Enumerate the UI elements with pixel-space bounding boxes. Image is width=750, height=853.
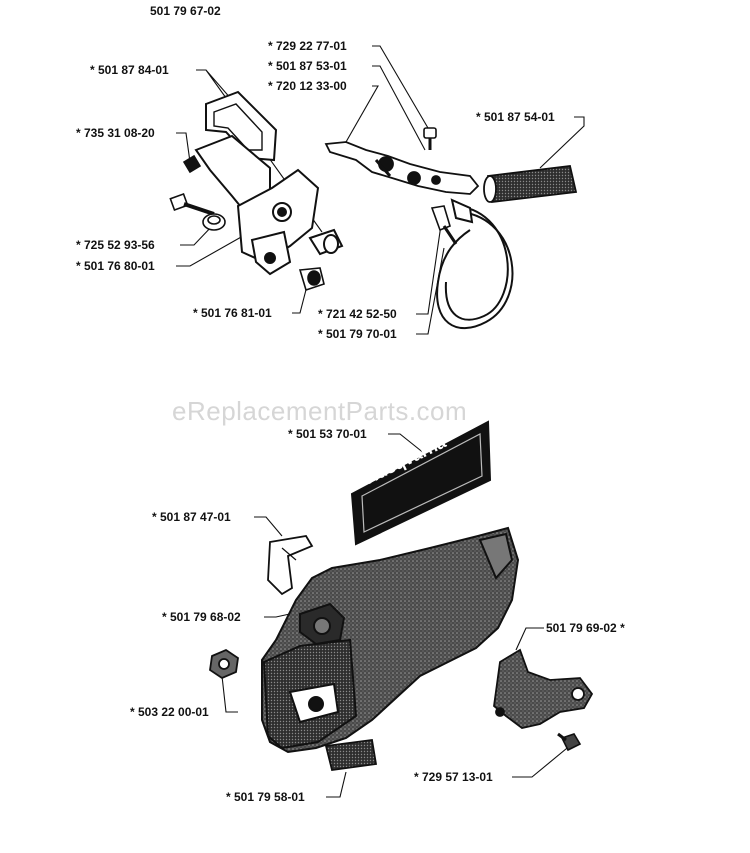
leader-50176801 [176, 231, 251, 267]
part-label: * 729 57 13-01 [414, 770, 493, 784]
part-label: * 501 87 84-01 [90, 63, 169, 77]
leader-50187471 [254, 516, 283, 537]
nut-50176811 [298, 267, 325, 292]
leader-50322001 [221, 675, 238, 713]
leader-72012333 [345, 85, 379, 143]
screw-72922277 [423, 127, 437, 150]
clip-50187471 [267, 535, 314, 596]
pin-72142525 [430, 205, 458, 245]
brake-band-50179701 [436, 198, 514, 330]
leader-72957131 [512, 743, 573, 778]
leader-72142525 [416, 217, 443, 315]
part-label: * 501 79 68-02 [162, 610, 241, 624]
watermark-text: eReplacementParts.com [172, 396, 468, 426]
leader-50187853 [372, 65, 426, 151]
part-label: * 501 53 70-01 [288, 427, 367, 441]
brake-lever-assembly [324, 141, 480, 195]
bolt-73531082 [182, 154, 202, 174]
leader-50176811 [292, 281, 309, 314]
part-label: * 501 79 58-01 [226, 790, 305, 804]
part-label: * 501 87 54-01 [476, 110, 555, 124]
handle-grip-50187854 [483, 165, 578, 203]
washer-50176801 [202, 213, 226, 231]
sprocket-cover-housing [261, 526, 520, 754]
part-label: * 501 76 80-01 [76, 259, 155, 273]
leader-50179701 [416, 247, 445, 335]
leader-73531082 [176, 132, 191, 163]
nut-50322001 [209, 648, 239, 680]
part-label: * 501 87 53-01 [268, 59, 347, 73]
part-label: * 729 22 77-01 [268, 39, 347, 53]
part-label: * 501 87 47-01 [152, 510, 231, 524]
leader-50179692 [515, 627, 544, 651]
part-label: * 501 79 70-01 [318, 327, 397, 341]
leader-72922277 [372, 45, 429, 129]
leader-50187854 [539, 116, 585, 169]
screw-72957131 [557, 732, 582, 752]
leader-50179581 [326, 771, 347, 798]
brand-plate [350, 420, 492, 546]
part-label: 501 79 69-02 * [546, 621, 625, 635]
part-label: * 720 12 33-00 [268, 79, 347, 93]
leader-72552935 [180, 223, 215, 246]
header-part-number: 501 79 67-02 [150, 4, 221, 18]
part-label: * 721 42 52-50 [318, 307, 397, 321]
bolt-72552935 [169, 192, 215, 216]
part-label: * 725 52 93-56 [76, 238, 155, 252]
bracket-50179692 [493, 648, 594, 729]
bracket-assembly [194, 90, 344, 276]
part-label: * 503 22 00-01 [130, 705, 209, 719]
pad-50179581 [324, 738, 378, 772]
part-label: * 501 76 81-01 [193, 306, 272, 320]
part-label: * 735 31 08-20 [76, 126, 155, 140]
